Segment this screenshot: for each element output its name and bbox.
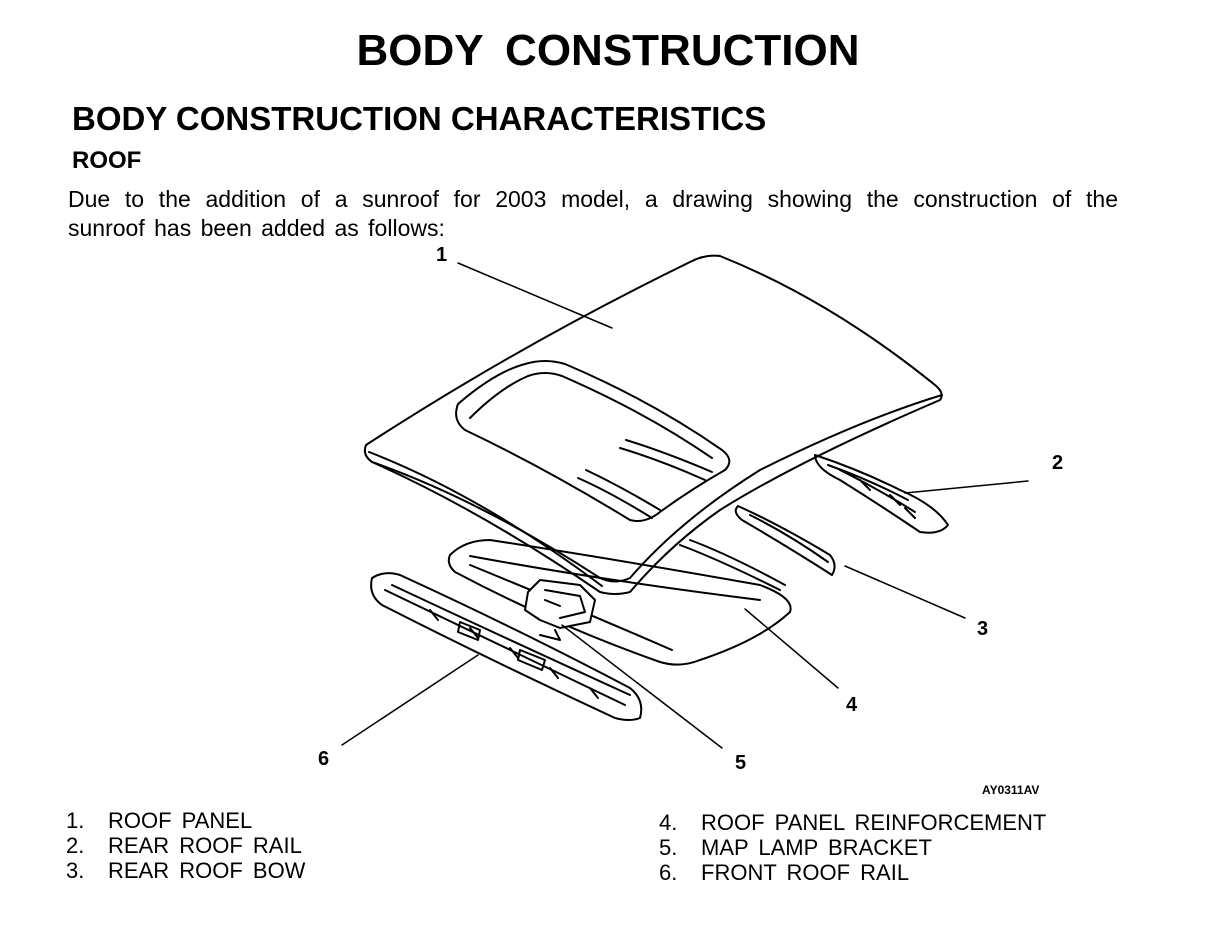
page-title: BODY CONSTRUCTION: [356, 26, 860, 75]
legend-item: 4. ROOF PANEL REINFORCEMENT: [659, 810, 1046, 835]
legend-item: 2. REAR ROOF RAIL: [66, 833, 305, 858]
legend-label: REAR ROOF RAIL: [108, 833, 302, 858]
legend-left: 1. ROOF PANEL 2. REAR ROOF RAIL 3. REAR …: [66, 808, 305, 883]
legend-number: 3.: [66, 858, 85, 883]
front-roof-rail-drawing: [370, 572, 643, 721]
legend-label: FRONT ROOF RAIL: [701, 860, 910, 885]
legend-label: MAP LAMP BRACKET: [701, 835, 932, 860]
legend-number: 6.: [659, 860, 678, 885]
rear-roof-bow-drawing: [734, 505, 836, 576]
legend-item: 1. ROOF PANEL: [66, 808, 305, 833]
callout-4: 4: [846, 694, 858, 716]
rear-roof-rail-drawing: [814, 454, 949, 534]
callout-2: 2: [1052, 452, 1064, 474]
callout-1: 1: [436, 244, 448, 266]
leader-lines: [341, 262, 1029, 749]
subsection-title: ROOF: [72, 147, 142, 174]
legend-number: 5.: [659, 835, 678, 860]
legend-number: 4.: [659, 810, 678, 835]
legend-label: ROOF PANEL REINFORCEMENT: [701, 810, 1047, 835]
legend-number: 2.: [66, 833, 85, 858]
figure-code: AY0311AV: [982, 783, 1040, 797]
callout-3: 3: [977, 618, 989, 640]
legend-number: 1.: [66, 808, 85, 833]
legend-item: 6. FRONT ROOF RAIL: [659, 860, 1046, 885]
map-lamp-bracket-drawing: [524, 579, 596, 641]
legend-label: ROOF PANEL: [108, 808, 253, 833]
legend-item: 3. REAR ROOF BOW: [66, 858, 305, 883]
section-title: BODY CONSTRUCTION CHARACTERISTICS: [72, 100, 767, 137]
callout-5: 5: [735, 752, 747, 774]
legend-right: 4. ROOF PANEL REINFORCEMENT 5. MAP LAMP …: [659, 810, 1046, 885]
roof-panel-drawing: [363, 254, 943, 595]
legend-label: REAR ROOF BOW: [108, 858, 306, 883]
intro-paragraph: Due to the addition of a sunroof for 200…: [68, 186, 1118, 241]
callout-6: 6: [318, 748, 330, 770]
legend-item: 5. MAP LAMP BRACKET: [659, 835, 1046, 860]
